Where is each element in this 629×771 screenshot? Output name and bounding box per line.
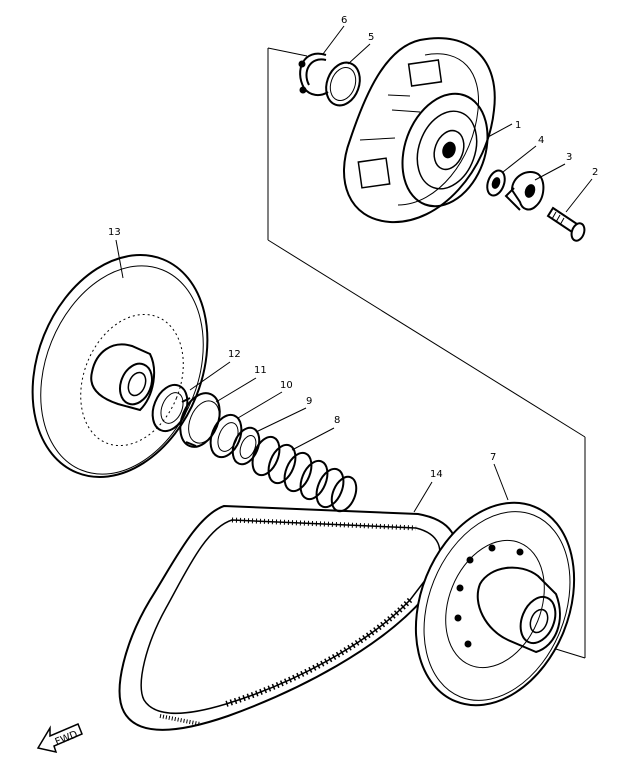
secondary-sheave <box>414 501 576 707</box>
callout-5: 5 <box>368 32 374 43</box>
callout-10: 10 <box>280 380 293 391</box>
snap-ring <box>325 61 361 107</box>
callout-8: 8 <box>334 415 340 426</box>
callout-2: 2 <box>592 167 598 178</box>
callout-1: 1 <box>515 120 521 131</box>
spacer <box>231 426 261 466</box>
callout-13: 13 <box>108 227 121 238</box>
callout-7: 7 <box>490 452 496 463</box>
callout-4: 4 <box>538 135 544 146</box>
v-belt <box>118 504 457 731</box>
callout-6: 6 <box>341 15 347 26</box>
washer <box>486 169 506 197</box>
circlip <box>298 52 329 97</box>
callout-14: 14 <box>430 469 443 480</box>
callout-3: 3 <box>566 152 572 163</box>
callout-11: 11 <box>254 365 267 376</box>
compression-spring <box>251 435 358 513</box>
primary-fixed-sheave <box>343 37 496 224</box>
bushing-ring <box>151 383 189 433</box>
lock-washer <box>504 171 545 211</box>
spring-seat <box>179 392 221 448</box>
callout-12: 12 <box>228 349 241 360</box>
callout-9: 9 <box>306 396 312 407</box>
forward-arrow-icon: FWD <box>36 723 83 754</box>
primary-sliding-sheave <box>31 254 209 478</box>
bolt <box>546 206 586 242</box>
